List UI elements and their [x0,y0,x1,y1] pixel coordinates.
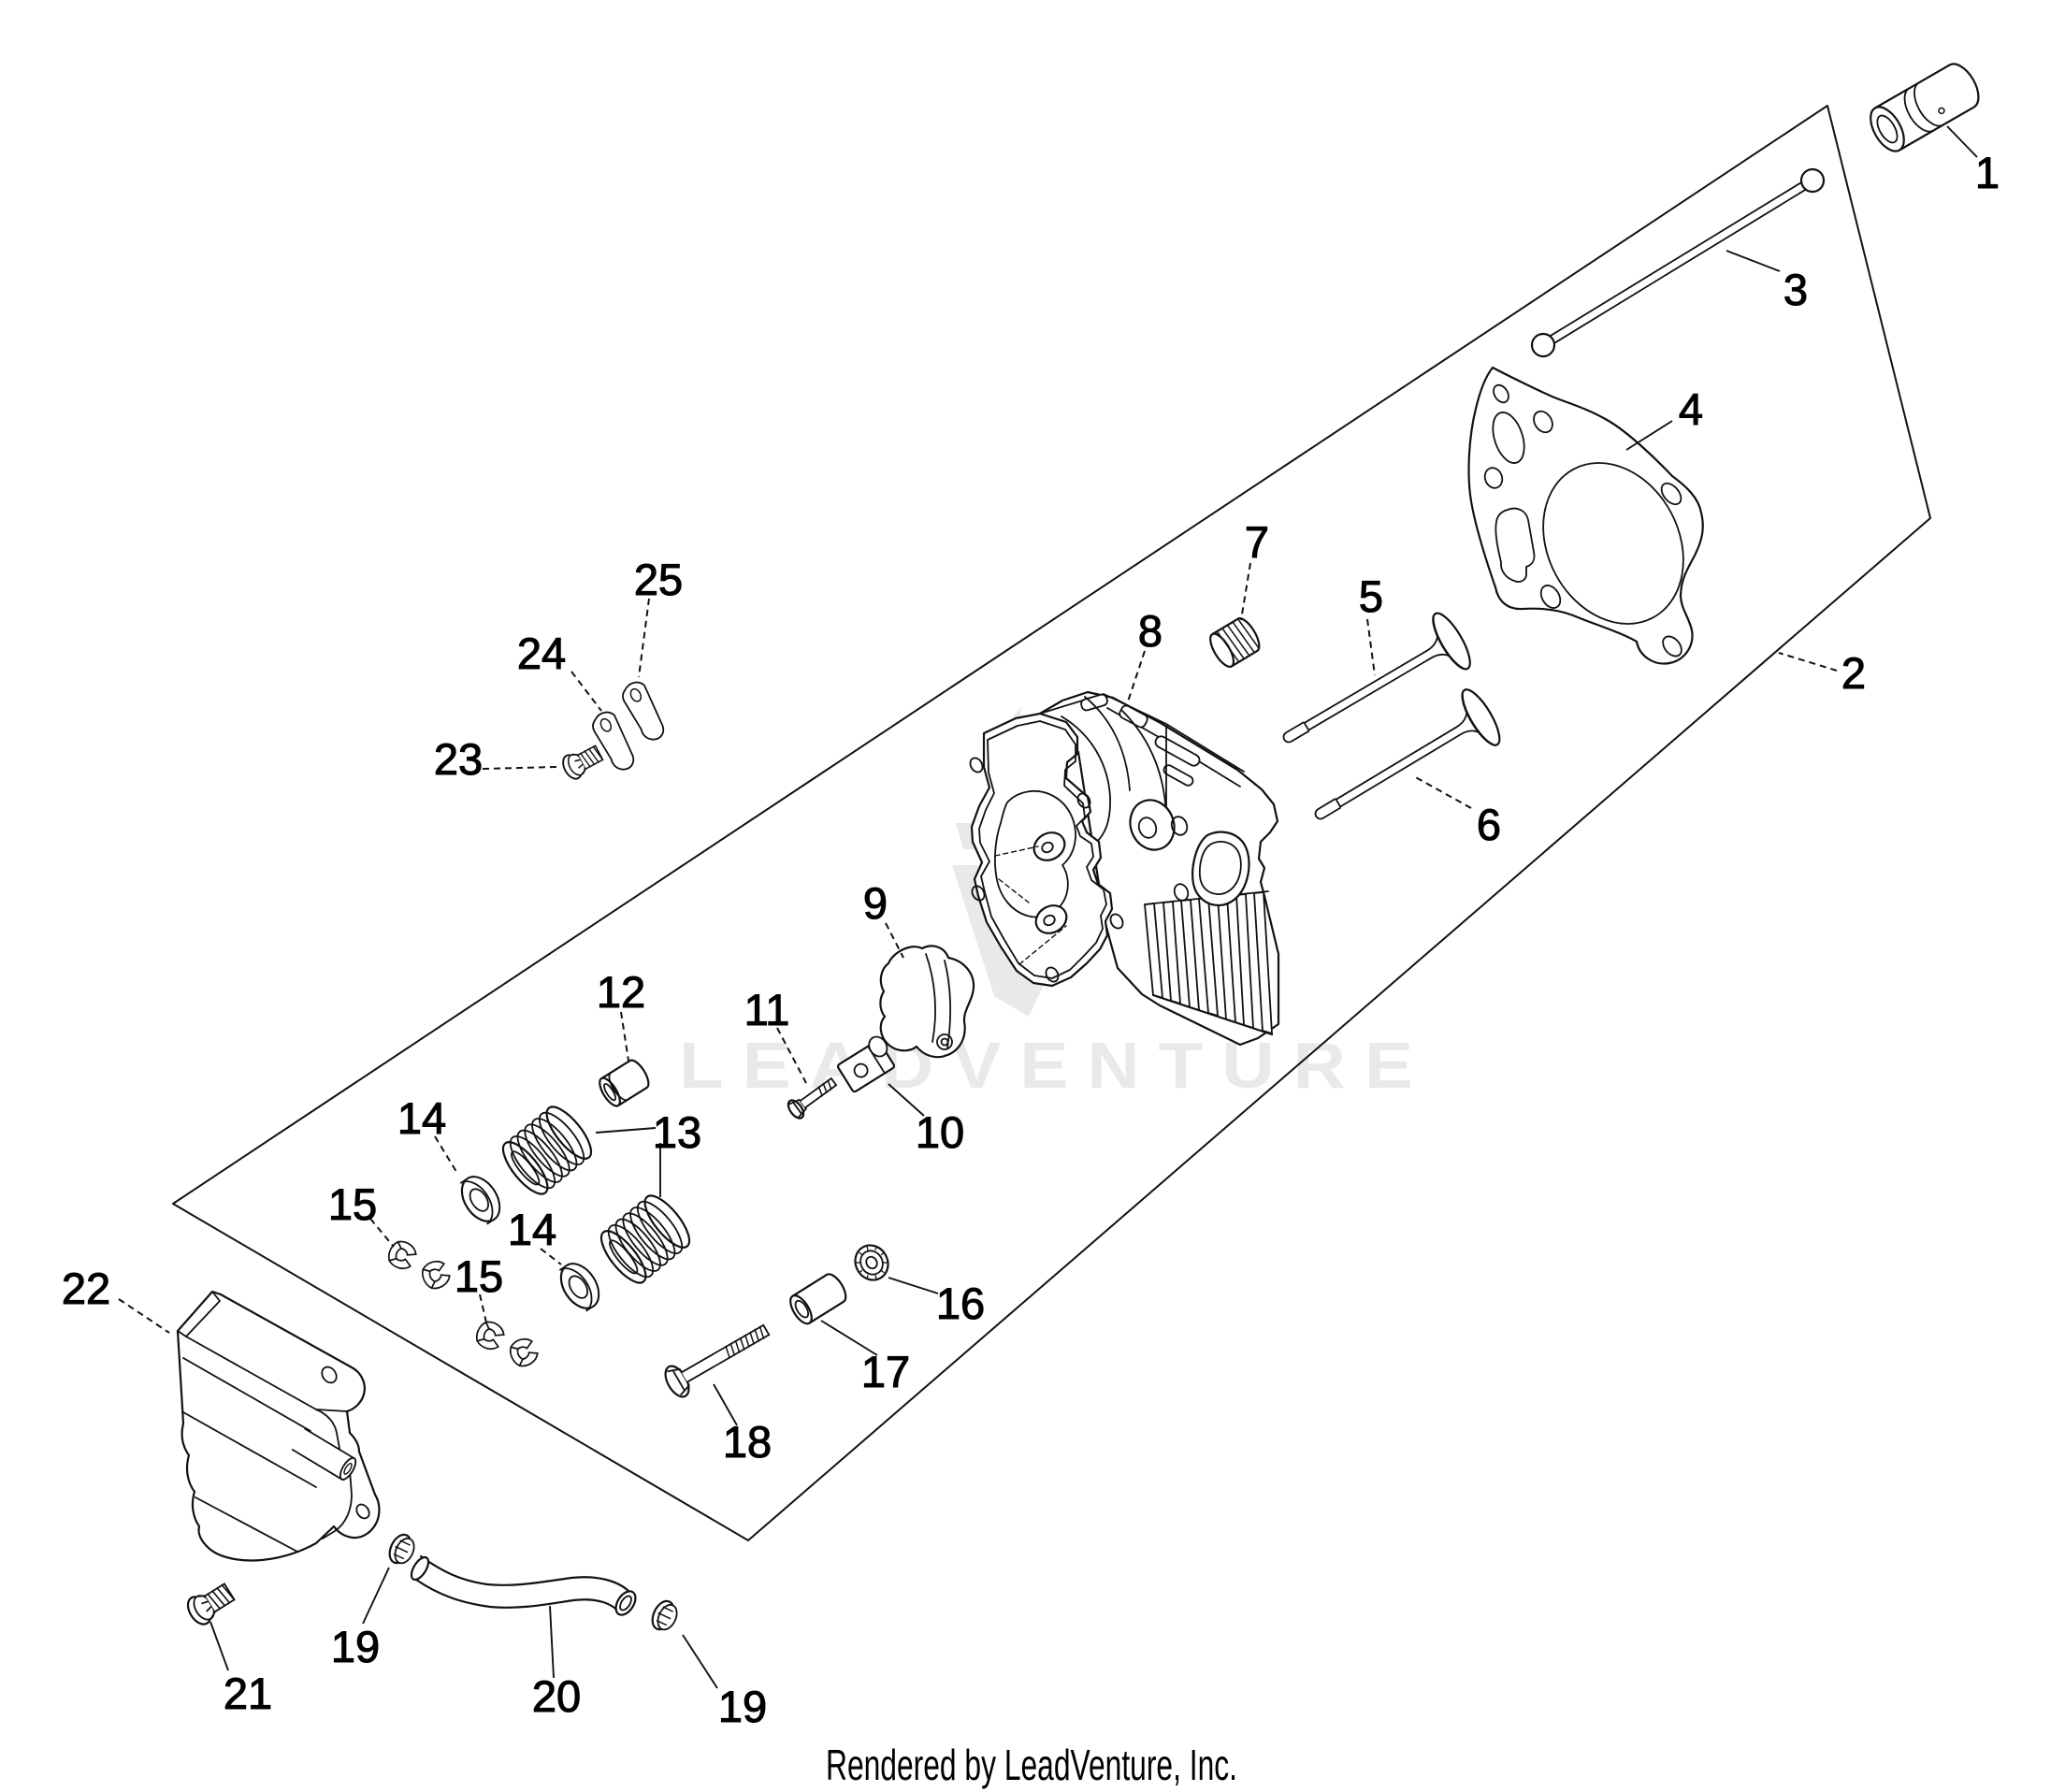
svg-text:24: 24 [517,629,566,678]
svg-text:23: 23 [434,734,483,784]
svg-text:19: 19 [331,1622,380,1671]
svg-text:8: 8 [1138,606,1162,656]
svg-text:21: 21 [224,1669,272,1718]
svg-text:LEADVENTURE: LEADVENTURE [679,1029,1432,1102]
svg-text:11: 11 [744,985,790,1034]
svg-text:1: 1 [1975,148,2000,197]
svg-text:6: 6 [1477,800,1501,849]
svg-text:20: 20 [532,1671,581,1721]
svg-text:19: 19 [718,1682,767,1731]
svg-text:14: 14 [508,1205,556,1254]
svg-text:17: 17 [861,1347,910,1396]
svg-text:13: 13 [653,1107,701,1157]
svg-text:5: 5 [1359,571,1383,621]
svg-text:2: 2 [1841,648,1866,698]
svg-text:7: 7 [1245,517,1269,567]
svg-text:4: 4 [1679,384,1703,434]
svg-text:14: 14 [397,1093,446,1143]
svg-text:15: 15 [328,1179,377,1229]
svg-text:18: 18 [723,1417,772,1467]
svg-text:22: 22 [62,1264,110,1313]
svg-text:25: 25 [634,555,683,604]
svg-text:3: 3 [1783,265,1808,314]
svg-text:16: 16 [936,1279,985,1328]
svg-text:12: 12 [597,967,645,1017]
svg-text:Rendered by LeadVenture, Inc.: Rendered by LeadVenture, Inc. [826,1741,1237,1789]
svg-text:15: 15 [455,1251,503,1301]
svg-text:9: 9 [863,878,888,928]
svg-text:10: 10 [916,1107,964,1157]
